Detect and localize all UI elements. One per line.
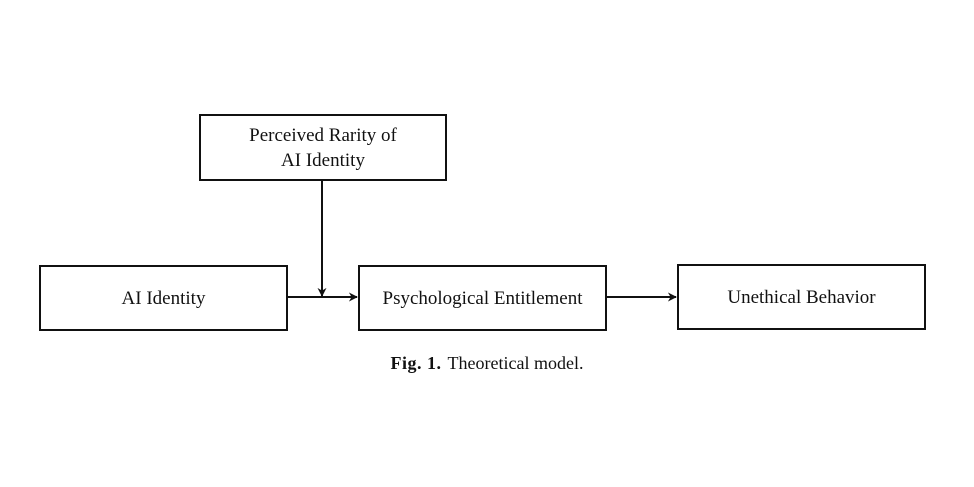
predictor-box: AI Identity bbox=[39, 265, 288, 331]
mediator-box: Psychological Entitlement bbox=[358, 265, 607, 331]
outcome-box: Unethical Behavior bbox=[677, 264, 926, 330]
figure-label: Fig. 1. bbox=[390, 353, 442, 373]
figure-caption-text: Theoretical model. bbox=[447, 353, 584, 373]
moderator-label-line2: AI Identity bbox=[281, 149, 365, 171]
outcome-label: Unethical Behavior bbox=[727, 286, 876, 308]
moderator-box: Perceived Rarity of AI Identity bbox=[199, 114, 447, 181]
moderator-label-line1: Perceived Rarity of bbox=[249, 124, 397, 146]
figure-caption: Fig. 1.Theoretical model. bbox=[0, 351, 974, 375]
mediator-label: Psychological Entitlement bbox=[382, 287, 583, 309]
predictor-label: AI Identity bbox=[121, 287, 206, 309]
